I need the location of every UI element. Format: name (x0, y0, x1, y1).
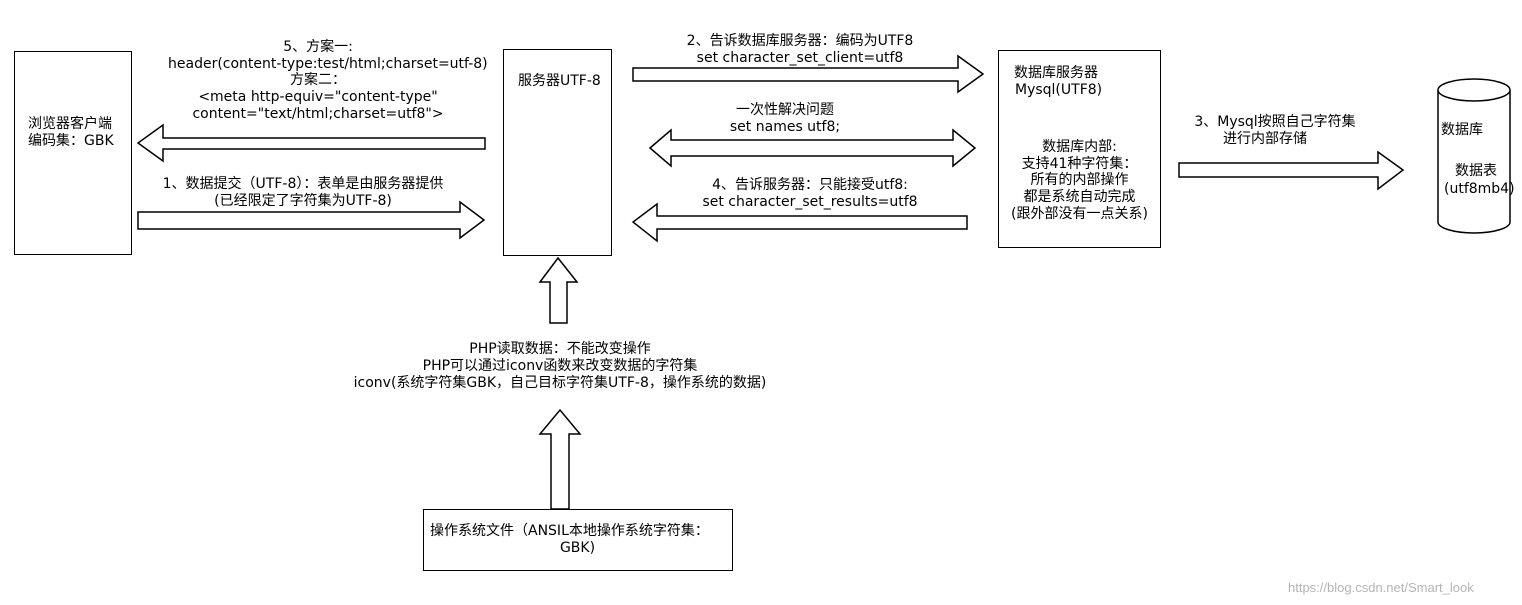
arrow-server-db-both (648, 128, 977, 168)
mysql-store-note: 进行内部存储 (1223, 131, 1307, 147)
datatable-charset-label: (utf8mb4) (1444, 181, 1515, 197)
scheme-one-title: 5、方案一: (283, 39, 353, 55)
os-file-box: 操作系统文件（ANSIL本地操作系统字符集： GBK) (423, 509, 733, 571)
db-charsets-label: 支持41种字符集： (1021, 156, 1138, 172)
database-label: 数据库 (1441, 122, 1483, 138)
php-iconv-label: PHP可以通过iconv函数来改变数据的字符集 (422, 358, 698, 374)
tell-db-sql: set character_set_client=utf8 (696, 50, 904, 66)
browser-client-box: 浏览器客户端 编码集：GBK (14, 51, 132, 255)
set-names-sql: set names utf8; (729, 119, 841, 135)
tell-server-label: 4、告诉服务器：只能接受utf8: (712, 177, 908, 193)
os-file-label: 操作系统文件（ANSIL本地操作系统字符集： (430, 523, 709, 539)
arrow-php-to-server (538, 256, 579, 324)
db-internal-label: 数据库内部: (1042, 139, 1117, 155)
php-iconv-signature: iconv(系统字符集GBK，自己目标字符集UTF-8，操作系统的数据) (353, 375, 767, 391)
server-box: 服务器UTF-8 (503, 49, 612, 256)
scheme-one-header: header(content-type:test/html;charset=ut… (168, 56, 488, 72)
php-read-label: PHP读取数据：不能改变操作 (469, 341, 651, 357)
arrow-os-to-php (538, 408, 582, 510)
submit-note: (已经限定了字符集为UTF-8) (214, 193, 392, 209)
tell-db-label: 2、告诉数据库服务器：编码为UTF8 (686, 33, 914, 49)
os-file-charset: GBK) (559, 540, 596, 556)
tell-server-sql: set character_set_results=utf8 (702, 194, 918, 210)
datatable-label: 数据表 (1455, 163, 1497, 179)
watermark-text: https://blog.csdn.net/Smart_look (1288, 580, 1474, 595)
db-auto-label: 都是系统自动完成 (1023, 189, 1136, 205)
scheme-two-content: content="text/html;charset=utf8"> (192, 106, 444, 122)
browser-charset-label: 编码集：GBK (28, 133, 114, 149)
arrow-db-to-server (631, 202, 968, 243)
db-server-version: Mysql(UTF8) (1015, 82, 1103, 98)
database-cylinder (1437, 78, 1511, 234)
mysql-store-label: 3、Mysql按照自己字符集 (1194, 114, 1356, 130)
submit-label: 1、数据提交（UTF-8）：表单是由服务器提供 (162, 176, 444, 192)
arrow-dbserver-to-database (1178, 150, 1405, 191)
server-label: 服务器UTF-8 (518, 73, 601, 89)
scheme-two-title: 方案二： (290, 72, 346, 88)
db-external-label: (跟外部没有一点关系) (1011, 206, 1148, 222)
db-server-box: 数据库服务器 Mysql(UTF8) 数据库内部: 支持41种字符集： 所有的内… (998, 50, 1161, 248)
scheme-two-meta: <meta http-equiv="content-type" (198, 89, 438, 105)
db-ops-label: 所有的内部操作 (1030, 172, 1129, 188)
set-names-label: 一次性解决问题 (736, 102, 834, 118)
arrow-server-to-db (632, 54, 985, 94)
db-server-title: 数据库服务器 (1014, 65, 1098, 81)
browser-client-label: 浏览器客户端 (28, 116, 112, 132)
arrow-server-to-browser (136, 123, 486, 163)
arrow-browser-to-server (137, 200, 486, 240)
